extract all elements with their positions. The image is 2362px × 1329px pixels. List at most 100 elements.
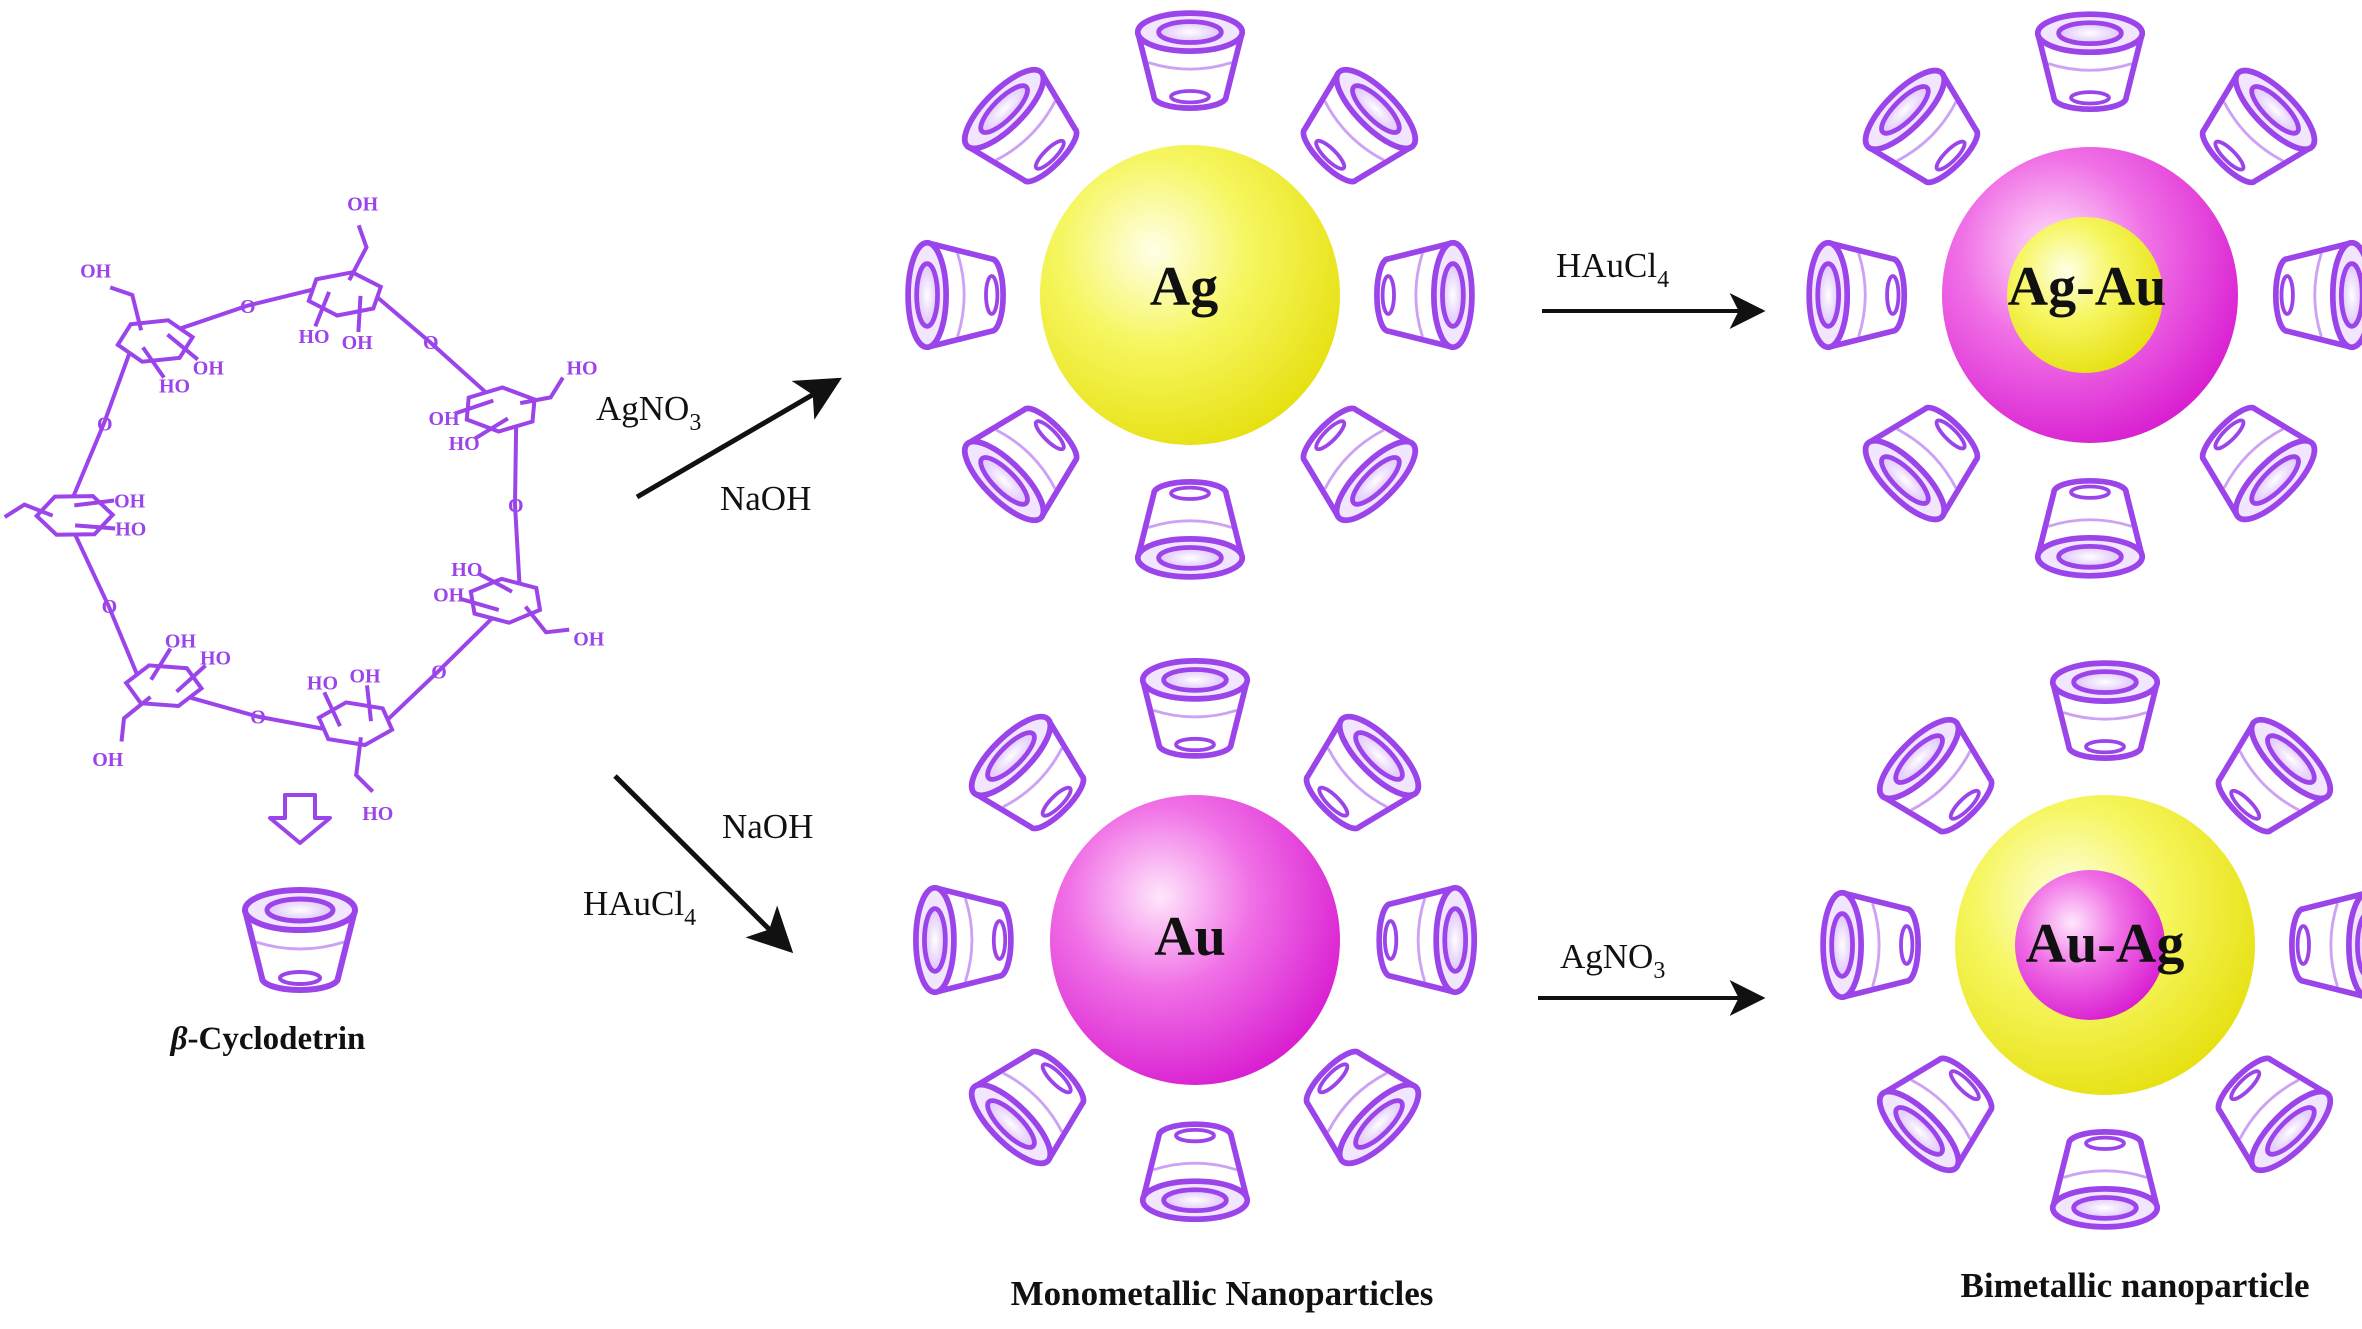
hydroxyl-label: OH bbox=[342, 332, 374, 354]
cyclodextrin-caption: β-Cyclodetrin bbox=[169, 1021, 366, 1057]
cyclodextrin-cone-icon bbox=[1377, 243, 1472, 348]
hydroxymethyl-bond bbox=[354, 737, 375, 794]
hydroxyl-label: HO bbox=[200, 648, 231, 670]
cyclodextrin-cone-icon bbox=[2292, 893, 2362, 998]
ag-nanoparticle bbox=[908, 13, 1472, 577]
ag-au-nanoparticle bbox=[1809, 14, 2362, 576]
hydroxymethyl-bond bbox=[519, 376, 565, 406]
glucose-ring bbox=[306, 270, 384, 318]
glycosidic-bond bbox=[190, 695, 323, 731]
oxygen-label: O bbox=[508, 495, 524, 517]
hydroxyl-label: HO bbox=[299, 326, 330, 348]
hydroxyl-bond bbox=[166, 333, 200, 362]
hydroxyl-label: HO bbox=[449, 433, 480, 455]
cyclodextrin-cone-icon bbox=[954, 390, 1095, 531]
oxygen-label: O bbox=[102, 596, 118, 618]
cyclodextrin-cone-icon bbox=[908, 243, 1003, 348]
glucose-ring bbox=[468, 576, 543, 625]
cyclodextrin-cone-icon bbox=[2200, 1040, 2341, 1181]
hydroxyl-bond bbox=[477, 571, 513, 594]
au-ag-core-label: Au-Ag bbox=[2026, 913, 2185, 975]
glycosidic-bond bbox=[73, 534, 139, 675]
cyclodextrin-cone-icon bbox=[1138, 482, 1243, 577]
cyclodextrin-cone-icon bbox=[1379, 888, 1474, 993]
cyclodextrin-cone-icon bbox=[1809, 243, 1904, 348]
cyclodextrin-cone-icon bbox=[1855, 60, 1996, 201]
cyclodextrin-cone-icon bbox=[954, 59, 1095, 200]
bimetallic-caption: Bimetallic nanoparticle bbox=[1961, 1266, 2310, 1305]
glucose-ring bbox=[33, 494, 116, 537]
cyclodextrin-cone-icon bbox=[1138, 13, 1243, 108]
hydroxyl-label: OH bbox=[573, 629, 605, 651]
hydroxyl-bond bbox=[74, 498, 115, 508]
cyclodextrin-cone-icon bbox=[1288, 1033, 1429, 1174]
oxygen-label: O bbox=[431, 661, 447, 683]
particle-core bbox=[2007, 217, 2163, 373]
cyclodextrin-cone-icon bbox=[2053, 1132, 2158, 1227]
cyclodextrin-cone-icon bbox=[916, 888, 1011, 993]
hydroxyl-label: OH bbox=[193, 357, 225, 379]
reagent-naoh-bottom-label: NaOH bbox=[722, 807, 813, 846]
au-core-label: Au bbox=[1154, 906, 1226, 968]
route-to-au-arrow bbox=[613, 774, 794, 954]
cyclodextrin-cone-icon bbox=[961, 1033, 1102, 1174]
hydroxymethyl-bond bbox=[523, 605, 570, 635]
hydroxyl-label: OH bbox=[433, 585, 465, 607]
cyclodextrin-cone-icon bbox=[961, 706, 1102, 847]
hydroxyl-bond bbox=[141, 346, 166, 379]
oxygen-label: O bbox=[250, 707, 266, 729]
hydroxyl-bond bbox=[356, 295, 363, 333]
particle-core bbox=[2015, 870, 2165, 1020]
hydroxyl-label: HO bbox=[362, 803, 393, 825]
cyclodextrin-cone-icon bbox=[2200, 709, 2341, 850]
hydroxyl-bond bbox=[149, 647, 173, 681]
cyclodextrin-cone-icon bbox=[2184, 389, 2325, 530]
hydroxyl-bond bbox=[74, 523, 116, 531]
hydroxyl-label: HO bbox=[307, 673, 338, 695]
glycosidic-bond bbox=[512, 427, 522, 583]
glucose-ring bbox=[316, 700, 395, 748]
glucose-ring bbox=[464, 385, 537, 434]
hydroxyl-label: HO bbox=[159, 375, 190, 397]
cyclodextrin-cone-icon bbox=[2038, 14, 2143, 109]
glycosidic-bond bbox=[71, 353, 132, 497]
cyclodextrin-cone-icon bbox=[2038, 481, 2143, 576]
cyclodextrin-cone-icon bbox=[1823, 893, 1918, 998]
hydroxyl-label: HO bbox=[567, 358, 598, 380]
beta-cyclodextrin-structure: OOHHOOHOHOOHHOOOHHOOHOHOOHHOOOHHOOHOOHHO… bbox=[3, 194, 605, 825]
reagent-haucl4-bottom-label: HAuCl4 bbox=[583, 884, 696, 931]
hydroxyl-label: HO bbox=[115, 518, 146, 540]
hydroxymethyl-bond bbox=[119, 695, 152, 742]
hydroxyl-bond bbox=[313, 291, 331, 328]
hydroxyl-bond bbox=[175, 664, 207, 694]
cyclodextrin-cone-icon bbox=[1143, 1124, 1248, 1219]
cyclodextrin-cone-icon bbox=[1285, 390, 1426, 531]
cyclodextrin-cone-icon bbox=[1869, 1040, 2010, 1181]
cyclodextrin-cone-icon bbox=[2276, 243, 2362, 348]
glycosidic-bond bbox=[180, 287, 312, 331]
cyclodextrin-cone-icon bbox=[1143, 661, 1248, 756]
cyclodextrin-cone-icon bbox=[2053, 663, 2158, 758]
transform-down-arrow bbox=[268, 793, 332, 845]
reagent-agno3-label: AgNO3 bbox=[596, 389, 701, 436]
hydroxyl-bond bbox=[459, 596, 500, 612]
cyclodextrin-cone-icon bbox=[1285, 59, 1426, 200]
hydroxyl-label: HO bbox=[451, 559, 482, 581]
ag-core-label: Ag bbox=[1150, 256, 1218, 318]
au-nanoparticle bbox=[916, 661, 1474, 1219]
oxygen-label: O bbox=[97, 413, 113, 435]
hydroxyl-label: OH bbox=[92, 749, 124, 771]
oxygen-label: O bbox=[240, 296, 256, 318]
glycosidic-bond bbox=[376, 296, 487, 394]
route-to-ag-arrow bbox=[635, 377, 842, 500]
hydroxyl-label: OH bbox=[347, 194, 379, 216]
cyclodextrin-cone-icon bbox=[1869, 709, 2010, 850]
hydroxyl-label: OH bbox=[165, 631, 197, 653]
hydroxyl-label: OH bbox=[350, 666, 382, 688]
hydroxyl-bond bbox=[322, 691, 342, 728]
cyclodextrin-cone-icon bbox=[2184, 60, 2325, 201]
cyclodextrin-cone-icon bbox=[1855, 389, 1996, 530]
glycosidic-bond bbox=[387, 617, 493, 721]
hydroxyl-label: OH bbox=[429, 408, 461, 430]
